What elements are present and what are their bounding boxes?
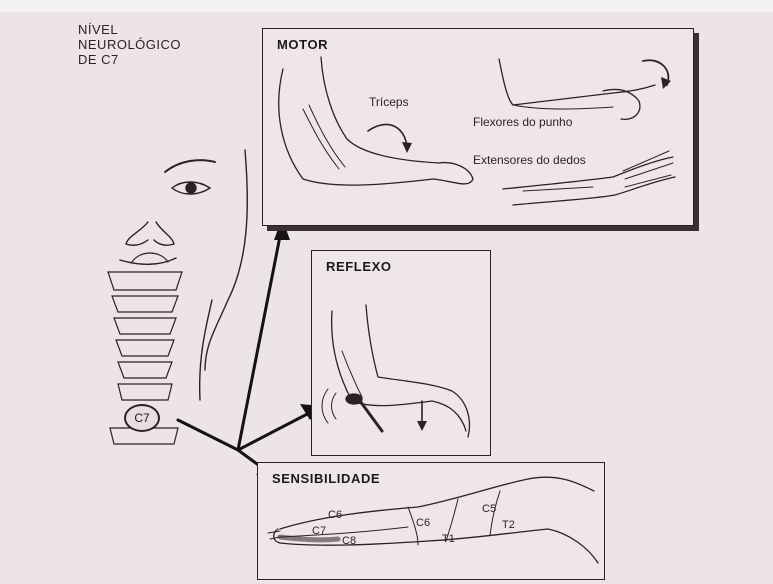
title-line-1: NÍVEL bbox=[78, 22, 238, 37]
dermatome-label-c6-hand: C6 bbox=[328, 509, 342, 521]
sensation-panel: SENSIBILIDADE C6 C7 C8 C6 C5 T1 T2 bbox=[257, 462, 605, 580]
triceps-reflex-illustration bbox=[312, 251, 490, 455]
c7-vertebra-label: C7 bbox=[124, 404, 160, 432]
dermatome-label-c8: C8 bbox=[342, 535, 356, 547]
title-line-2: NEUROLÓGICO bbox=[78, 37, 238, 52]
motor-panel: MOTOR Tríc bbox=[262, 28, 694, 226]
title-line-3: DE C7 bbox=[78, 52, 238, 67]
dermatome-label-c5: C5 bbox=[482, 503, 496, 515]
dermatome-label-c7: C7 bbox=[312, 525, 326, 537]
finger-extensors-label: Extensores do dedos bbox=[473, 153, 586, 167]
dermatome-label-t1: T1 bbox=[442, 533, 455, 545]
wrist-flexors-label: Flexores do punho bbox=[473, 115, 572, 129]
face-outline bbox=[205, 150, 247, 370]
dermatome-label-c6-forearm: C6 bbox=[416, 517, 430, 529]
neurologic-level-title: NÍVEL NEUROLÓGICO DE C7 bbox=[78, 22, 238, 67]
dermatome-label-t2: T2 bbox=[502, 519, 515, 531]
reflex-panel: REFLEXO bbox=[311, 250, 491, 456]
dermatome-arm-illustration bbox=[258, 463, 604, 579]
triceps-label: Tríceps bbox=[369, 95, 409, 109]
